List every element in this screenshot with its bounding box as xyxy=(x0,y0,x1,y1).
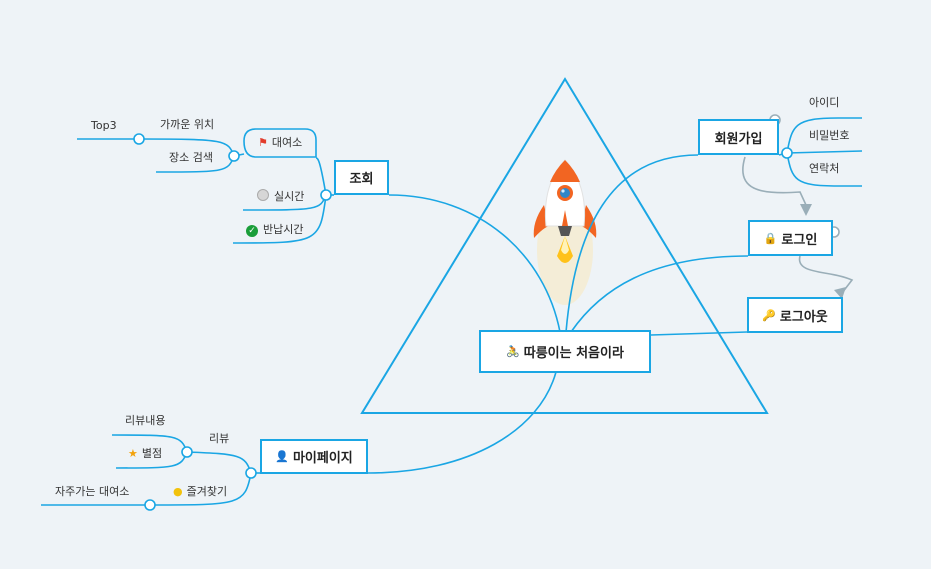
search-top3[interactable]: Top3 xyxy=(91,119,117,132)
logout-label: 로그아웃 xyxy=(779,309,828,325)
lightbulb-icon: ● xyxy=(173,485,183,498)
check-icon: ✓ xyxy=(246,225,258,237)
flag-icon: ⚑ xyxy=(258,136,268,149)
mypage-review-content[interactable]: 리뷰내용 xyxy=(125,414,166,427)
hub-dot-review xyxy=(181,446,193,458)
branch-search[interactable]: 조회 xyxy=(334,160,389,195)
hub-dot-search xyxy=(320,189,332,201)
rating-label: 별점 xyxy=(141,447,163,460)
link-center-mypage xyxy=(367,371,557,474)
link-center-login xyxy=(570,255,749,333)
search-return-time[interactable]: ✓ 반납시간 xyxy=(246,223,303,237)
mypage-label: 마이페이지 xyxy=(292,451,353,466)
hub-dot-favorites xyxy=(144,499,156,511)
branch-signup[interactable]: 회원가입 xyxy=(698,119,779,155)
relation-arrowhead-logout xyxy=(834,287,846,299)
link-hub-rental xyxy=(315,157,327,196)
search-realtime[interactable]: 실시간 xyxy=(257,189,304,204)
mypage-favorites[interactable]: ●즐겨찾기 xyxy=(173,485,227,499)
link-center-search xyxy=(388,194,561,333)
link-center-signup xyxy=(565,154,699,333)
person-icon: 👤 xyxy=(275,450,289,463)
link-signup-phone xyxy=(786,152,862,187)
return-time-label: 반납시간 xyxy=(263,223,304,236)
link-signup-pw xyxy=(786,150,863,154)
link-hub-return xyxy=(232,194,327,244)
relation-login-logout xyxy=(798,255,854,294)
bicycle-icon: 🚴 xyxy=(506,345,520,358)
search-label: 조회 xyxy=(349,172,374,187)
signup-child-password[interactable]: 비밀번호 xyxy=(809,129,850,142)
signup-child-id[interactable]: 아이디 xyxy=(809,96,840,109)
rental-label: 대여소 xyxy=(271,136,303,149)
search-rental[interactable]: ⚑대여소 xyxy=(258,136,302,150)
search-nearby[interactable]: 가까운 위치 xyxy=(160,118,215,131)
relation-arrowhead-login xyxy=(800,204,812,216)
hub-dot-rental xyxy=(228,150,240,162)
mypage-frequent-rental[interactable]: 자주가는 대여소 xyxy=(55,485,130,498)
branch-mypage[interactable]: 👤 마이페이지 xyxy=(260,439,368,474)
login-label: 로그인 xyxy=(781,232,818,248)
hub-dot-signup xyxy=(781,147,793,159)
link-center-logout xyxy=(650,331,748,336)
favorites-label: 즐겨찾기 xyxy=(186,485,228,498)
mypage-rating[interactable]: ★별점 xyxy=(128,447,162,461)
link-signup-id xyxy=(786,117,862,154)
relation-signup-login xyxy=(742,156,807,206)
signup-label: 회원가입 xyxy=(714,131,763,147)
central-topic[interactable]: 🚴 따릉이는 처음이라 xyxy=(479,330,651,373)
hub-dot-nearby xyxy=(133,133,145,145)
signup-child-phone[interactable]: 연락처 xyxy=(809,162,840,175)
link-hub-favorites xyxy=(149,472,252,506)
link-hub-review xyxy=(186,451,252,474)
star-icon: ★ xyxy=(128,447,138,460)
central-topic-label: 따릉이는 처음이라 xyxy=(523,346,624,361)
branch-logout[interactable]: 🔑 로그아웃 xyxy=(747,297,843,333)
search-place[interactable]: 장소 검색 xyxy=(169,151,213,164)
triangle-shape xyxy=(360,77,769,414)
hub-dot-mypage xyxy=(245,467,257,479)
rocket-icon xyxy=(533,159,597,305)
key-icon: 🔑 xyxy=(762,308,776,322)
branch-login[interactable]: 🔒 로그인 xyxy=(748,220,833,256)
realtime-label: 실시간 xyxy=(274,190,305,203)
mypage-review[interactable]: 리뷰 xyxy=(209,432,230,445)
lock-icon: 🔒 xyxy=(763,231,778,245)
rental-shape xyxy=(243,128,317,158)
clock-icon xyxy=(257,189,269,201)
